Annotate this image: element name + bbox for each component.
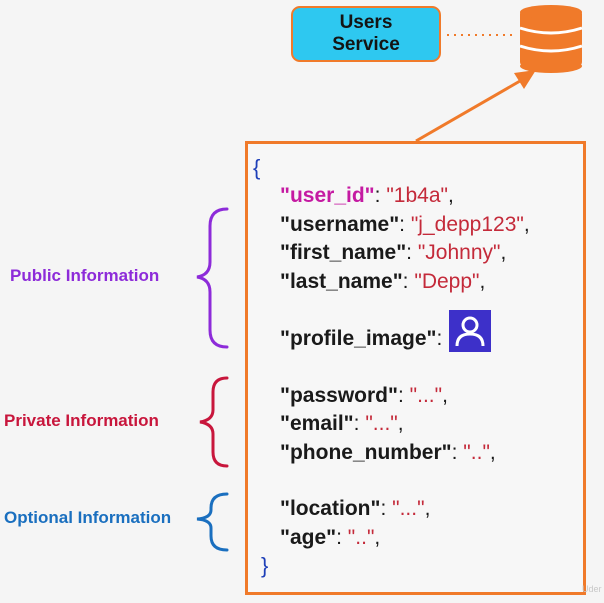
field-value: ... (417, 384, 435, 407)
field-last-name: "last_name": "Depp", (280, 270, 486, 293)
field-value: j_depp123 (418, 213, 517, 236)
field-value: 1b4a (393, 184, 441, 207)
users-service-box: Users Service (291, 6, 441, 62)
private-information-label: Private Information (4, 411, 159, 430)
json-close-brace: } (261, 553, 269, 578)
field-location: "location": "...", (280, 497, 431, 520)
optional-information-label: Optional Information (4, 508, 172, 527)
card-to-database-arrow (415, 70, 536, 143)
user-json-card (245, 141, 586, 595)
field-key: email (289, 412, 344, 435)
field-value: Depp (421, 270, 473, 293)
field-password: "password": "...", (280, 384, 448, 407)
field-key: password (289, 384, 388, 407)
field-value: .. (355, 526, 367, 549)
field-key: location (289, 497, 371, 520)
field-value: ... (399, 497, 418, 520)
public-brace (196, 207, 229, 349)
watermark: Uder (582, 584, 602, 594)
field-key: profile_image (289, 327, 427, 350)
field-key: age (289, 526, 327, 549)
field-value: .. (470, 441, 483, 464)
field-phone-number: "phone_number": "..", (280, 441, 496, 464)
field-username: "username": "j_depp123", (280, 213, 530, 236)
field-user-id: "user_id": "1b4a", (280, 184, 454, 207)
field-first-name: "first_name": "Johnny", (280, 241, 507, 264)
field-profile-image: "profile_image": (280, 327, 443, 350)
field-key: phone_number (289, 441, 442, 464)
optional-brace (196, 492, 229, 552)
service-label-line1: Users (339, 12, 393, 33)
private-brace (199, 376, 229, 468)
field-key: username (289, 213, 390, 236)
field-key: first_name (289, 241, 397, 264)
database-icon (519, 5, 583, 73)
field-key: last_name (289, 270, 393, 293)
field-key: user_id (289, 184, 365, 207)
user-profile-icon (449, 310, 491, 352)
field-age: "age": "..", (280, 526, 381, 549)
field-value: ... (372, 412, 391, 435)
field-email: "email": "...", (280, 412, 404, 435)
public-information-label: Public Information (10, 266, 160, 285)
field-value: Johnny (425, 241, 494, 264)
service-label-line2: Service (332, 34, 400, 55)
json-open-brace: { (253, 155, 261, 180)
